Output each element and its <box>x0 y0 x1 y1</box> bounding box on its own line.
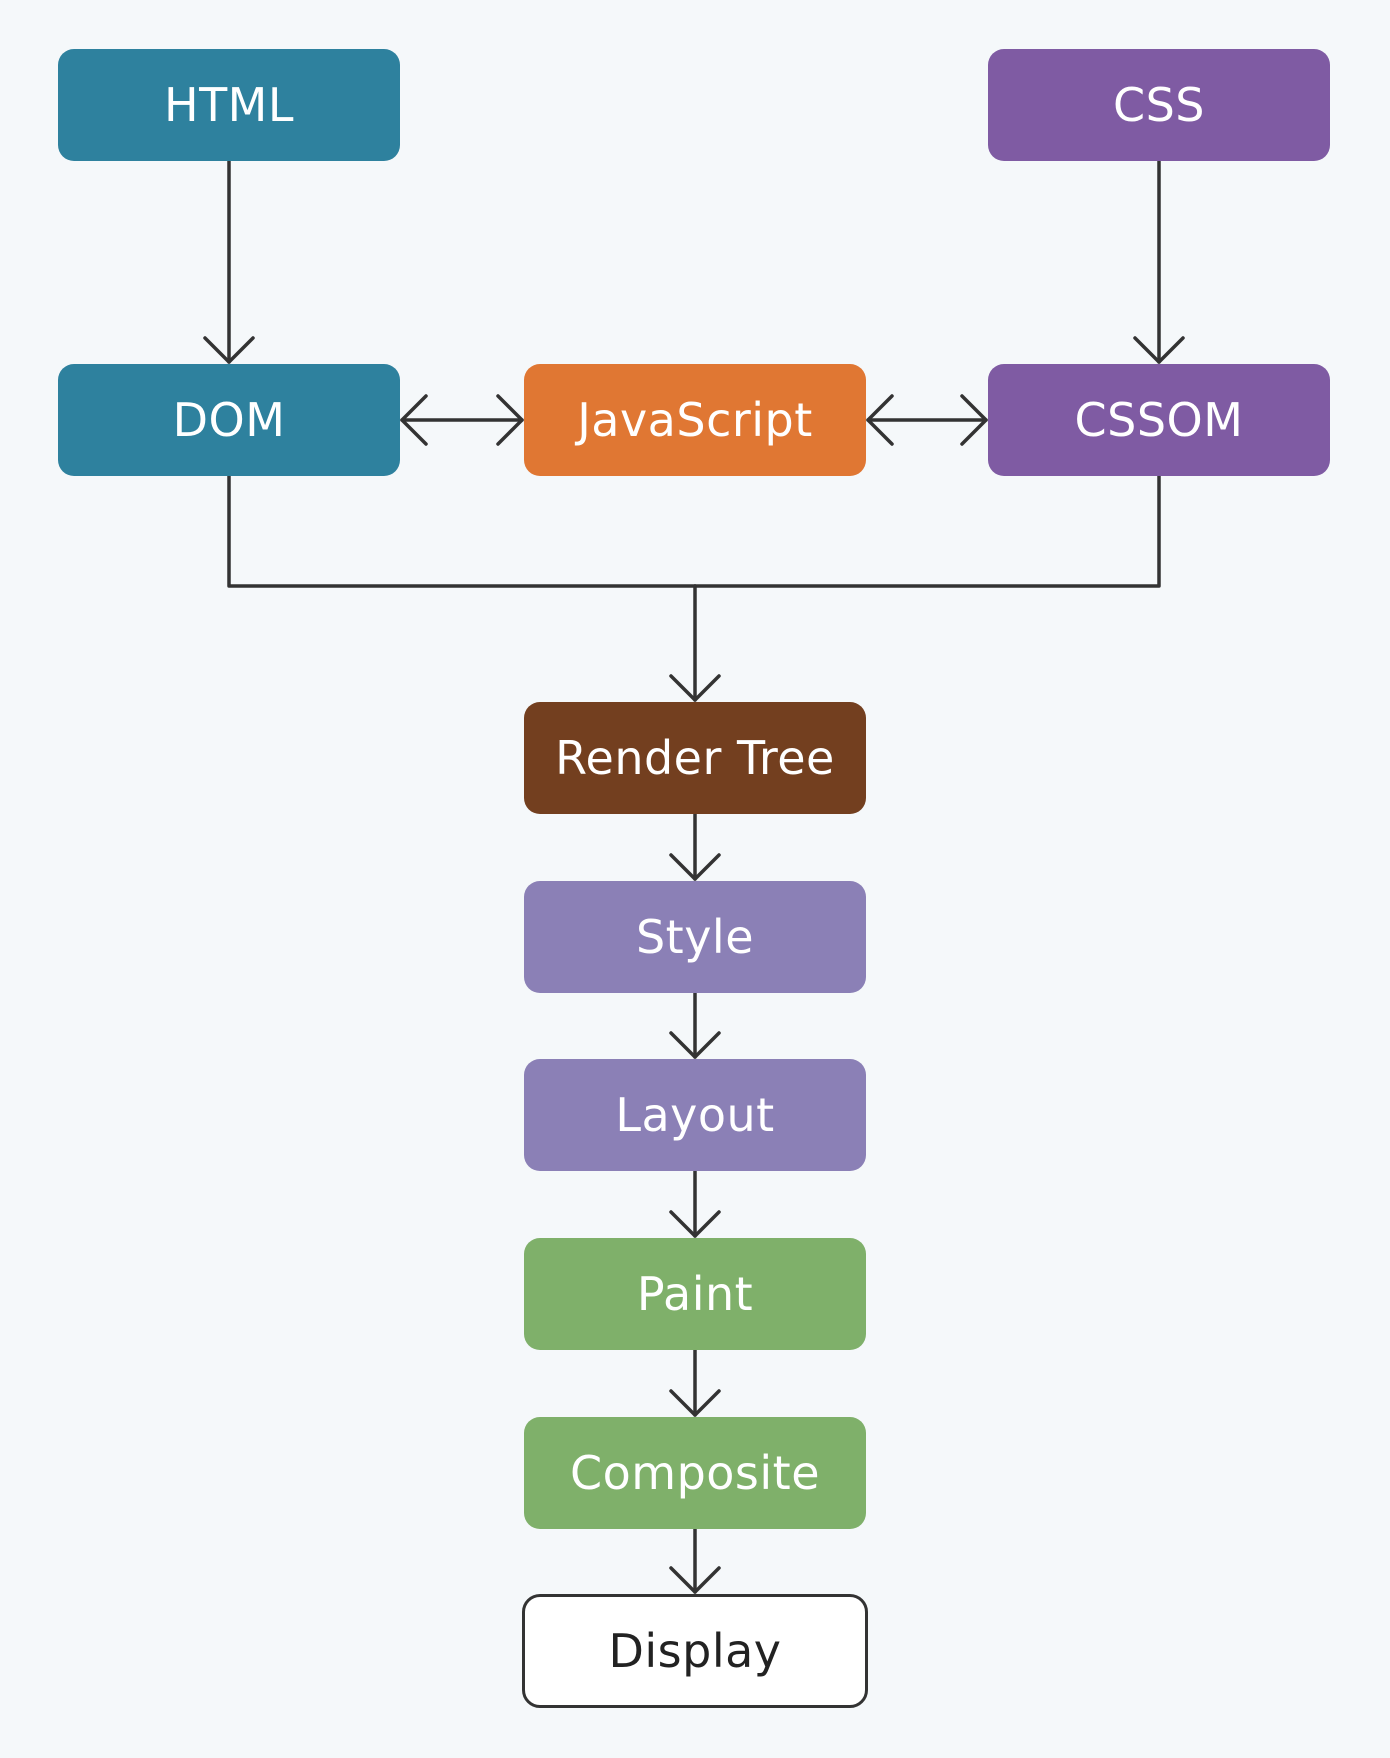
edge-dom-merge <box>227 474 697 588</box>
node-style: Style <box>524 881 866 993</box>
node-paint: Paint <box>524 1238 866 1350</box>
arrowhead-composite-top <box>669 1389 721 1417</box>
node-render-tree-label: Render Tree <box>555 731 835 785</box>
arrowhead-cssom-top <box>1133 336 1185 364</box>
node-css-label: CSS <box>1112 78 1206 132</box>
node-style-label: Style <box>635 910 755 964</box>
arrowhead-layout-top <box>669 1031 721 1059</box>
node-cssom: CSSOM <box>988 364 1330 476</box>
node-render-tree: Render Tree <box>524 702 866 814</box>
edge-cssom-merge <box>693 474 1161 588</box>
node-display-label: Display <box>608 1624 782 1678</box>
arrowhead-javascript-left <box>496 394 524 446</box>
node-composite-label: Composite <box>570 1446 820 1500</box>
node-layout: Layout <box>524 1059 866 1171</box>
arrowhead-render-tree-top <box>669 674 721 702</box>
node-layout-label: Layout <box>615 1088 775 1142</box>
node-javascript-label: JavaScript <box>577 393 813 447</box>
arrowhead-dom-left <box>400 394 428 446</box>
node-javascript: JavaScript <box>524 364 866 476</box>
arrowhead-display-top <box>669 1566 721 1594</box>
node-cssom-label: CSSOM <box>1074 393 1244 447</box>
node-dom: DOM <box>58 364 400 476</box>
arrowhead-style-top <box>669 853 721 881</box>
arrowhead-cssom-left <box>960 394 988 446</box>
arrowhead-javascript-right <box>866 394 894 446</box>
node-html: HTML <box>58 49 400 161</box>
node-paint-label: Paint <box>636 1267 754 1321</box>
node-composite: Composite <box>524 1417 866 1529</box>
node-dom-label: DOM <box>172 393 286 447</box>
node-html-label: HTML <box>163 78 294 132</box>
arrowhead-paint-top <box>669 1210 721 1238</box>
arrowhead-dom-top <box>203 336 255 364</box>
node-css: CSS <box>988 49 1330 161</box>
node-display: Display <box>522 1594 868 1708</box>
